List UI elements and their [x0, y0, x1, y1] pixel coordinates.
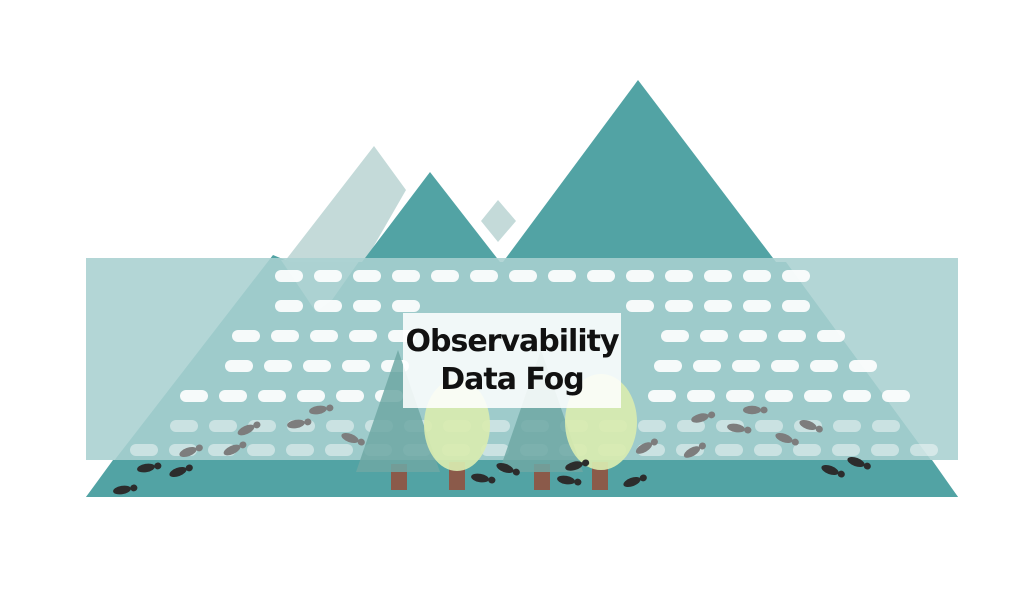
title-line-2: Data Fog — [440, 361, 585, 397]
title-line-1: Observability — [405, 323, 620, 359]
mountain-icon — [481, 200, 516, 242]
footprint-icon — [743, 405, 768, 415]
title-label: Observability Data Fog — [403, 313, 621, 408]
pine-tree-icon — [356, 350, 440, 490]
mountain-icon — [362, 172, 500, 262]
mountain-icon — [503, 80, 776, 262]
mountain-icon — [278, 146, 406, 270]
pine-tree-icon — [499, 350, 583, 490]
